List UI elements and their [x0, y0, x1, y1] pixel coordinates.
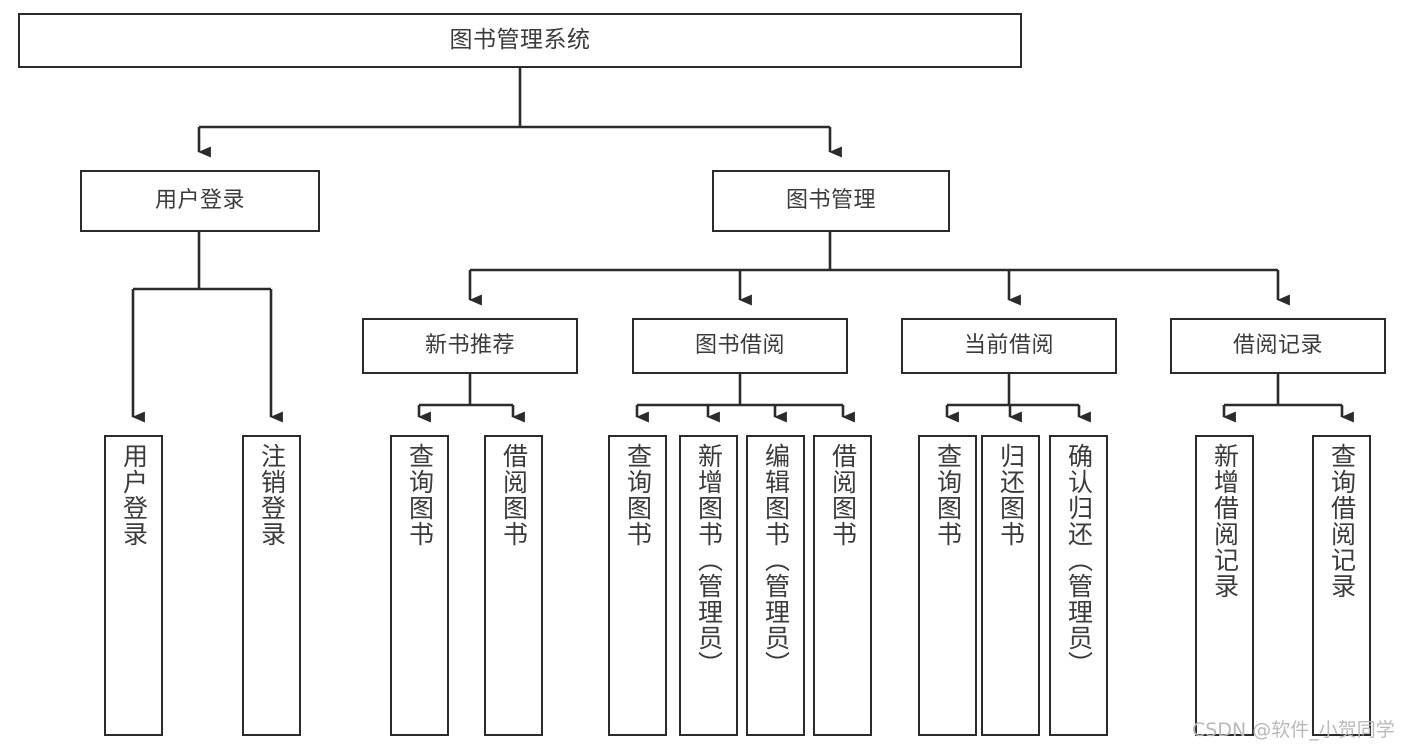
leaf-current-borrow-confirm-return[interactable]: 确认归还（管理员）	[1049, 435, 1108, 736]
node-label: 查询图书	[933, 443, 963, 547]
node-label: 图书借阅	[694, 333, 785, 359]
node-label: 借阅图书	[499, 443, 529, 547]
node-user-login[interactable]: 用户登录	[80, 170, 320, 232]
node-book-borrow[interactable]: 图书借阅	[632, 318, 848, 374]
leaf-borrow-record-add[interactable]: 新增借阅记录	[1195, 435, 1254, 736]
node-label: 新书推荐	[424, 333, 515, 359]
leaf-book-borrow-lend[interactable]: 借阅图书	[813, 435, 872, 736]
node-label: 借阅图书	[828, 443, 858, 547]
node-book-management[interactable]: 图书管理	[712, 170, 950, 232]
csdn-watermark: CSDN @软件_小贺同学	[1192, 719, 1395, 741]
node-label: 用户登录	[154, 188, 245, 214]
node-borrow-record[interactable]: 借阅记录	[1170, 318, 1386, 374]
leaf-current-borrow-query[interactable]: 查询图书	[918, 435, 977, 736]
node-label: 用户登录	[119, 443, 149, 547]
node-current-borrow[interactable]: 当前借阅	[901, 318, 1117, 374]
node-label: 查询图书	[405, 443, 435, 547]
node-label: 注销登录	[257, 443, 287, 547]
node-label: 当前借阅	[963, 333, 1054, 359]
leaf-book-borrow-edit[interactable]: 编辑图书（管理员）	[746, 435, 805, 736]
node-root-book-management-system[interactable]: 图书管理系统	[18, 13, 1022, 68]
leaf-book-borrow-query[interactable]: 查询图书	[608, 435, 667, 736]
node-label: 查询图书	[623, 443, 653, 547]
node-label: 新增图书（管理员）	[694, 443, 724, 677]
leaf-current-borrow-return[interactable]: 归还图书	[981, 435, 1040, 736]
leaf-new-book-query[interactable]: 查询图书	[390, 435, 449, 736]
node-label: 归还图书	[996, 443, 1026, 547]
node-label: 新增借阅记录	[1210, 443, 1240, 599]
node-new-book-recommend[interactable]: 新书推荐	[362, 318, 578, 374]
node-label: 查询借阅记录	[1327, 443, 1357, 599]
leaf-borrow-record-query[interactable]: 查询借阅记录	[1312, 435, 1371, 736]
node-label: 确认归还（管理员）	[1064, 443, 1094, 677]
leaf-user-login-signout[interactable]: 注销登录	[242, 435, 301, 736]
leaf-new-book-borrow[interactable]: 借阅图书	[484, 435, 543, 736]
leaf-user-login-signin[interactable]: 用户登录	[104, 435, 163, 736]
node-label: 借阅记录	[1232, 333, 1323, 359]
node-label: 编辑图书（管理员）	[761, 443, 791, 677]
leaf-book-borrow-add[interactable]: 新增图书（管理员）	[679, 435, 738, 736]
node-label: 图书管理系统	[449, 27, 591, 54]
node-label: 图书管理	[785, 188, 876, 214]
